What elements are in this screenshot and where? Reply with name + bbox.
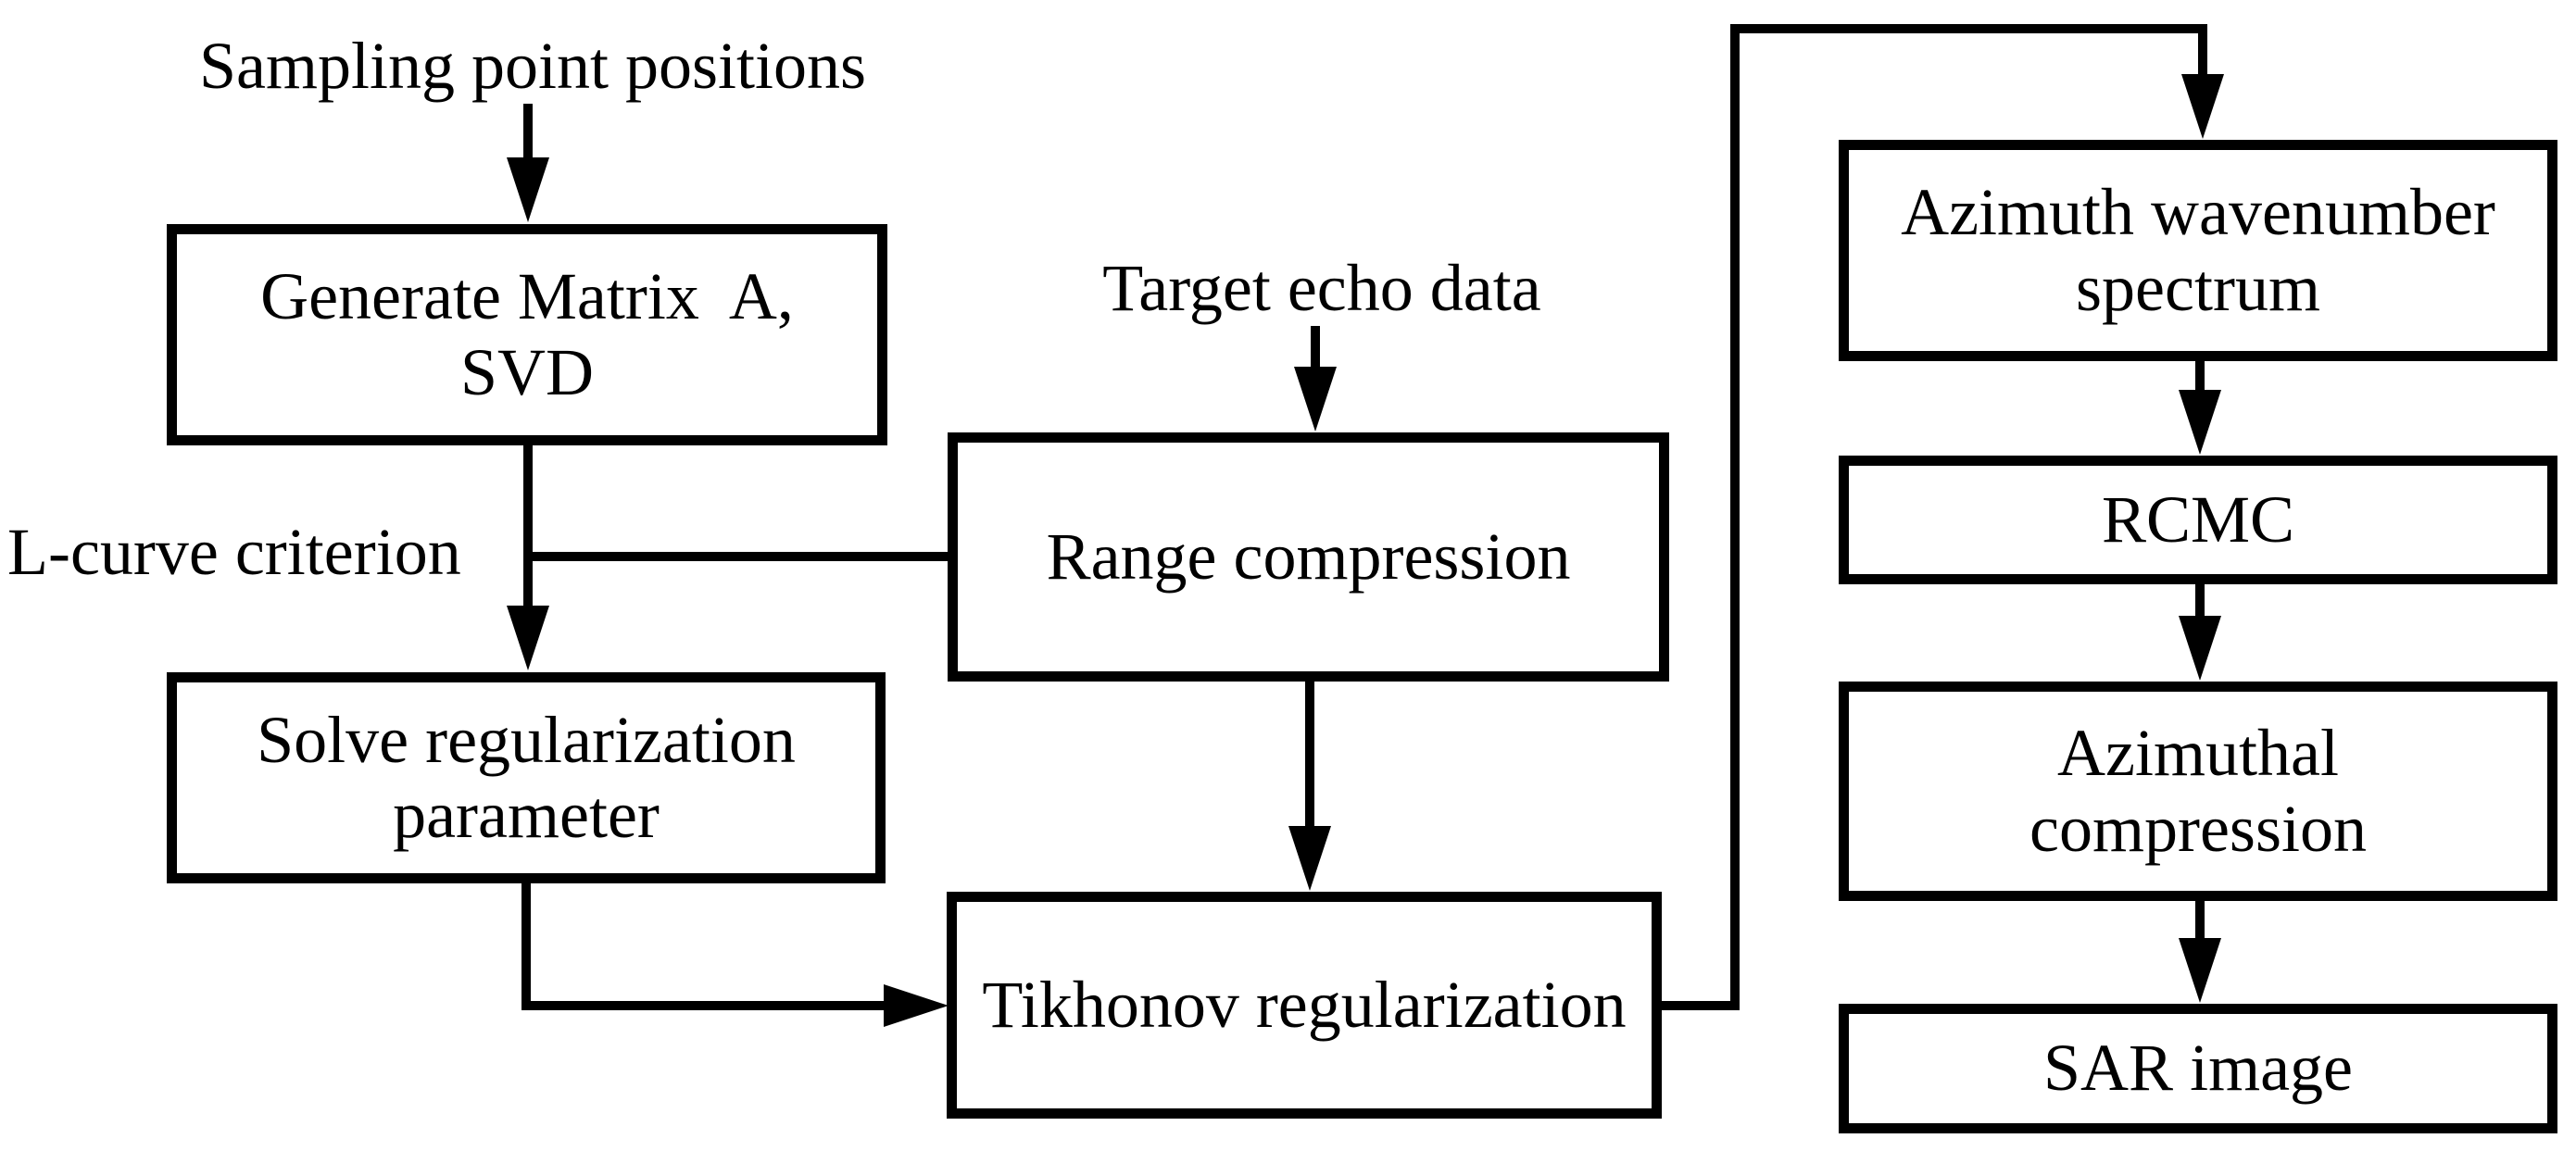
label-target-echo-data: Target echo data [1102, 251, 1541, 326]
arrow-solve-to-tikhonov [521, 882, 949, 1027]
label-l-curve-criterion: L-curve criterion [7, 515, 461, 590]
node-solve-regularization-parameter: Solve regularization parameter [167, 672, 886, 883]
arrow-azcomp-to-sar [2179, 900, 2221, 1003]
node-azimuthal-compression: Azimuthal compression [1839, 682, 2557, 901]
arrow-target-to-range [1294, 326, 1337, 432]
node-tikhonov-regularization: Tikhonov regularization [947, 892, 1662, 1119]
arrow-generate-to-solve [507, 444, 549, 670]
node-generate-matrix-svd: Generate Matrix A, SVD [167, 224, 887, 445]
arrow-tikhonov-to-azimuth [1660, 24, 2224, 1010]
arrow-rcmc-to-azcomp [2179, 583, 2221, 681]
arrow-sampling-to-generate [507, 104, 549, 222]
node-azimuth-wavenumber-spectrum: Azimuth wavenumber spectrum [1839, 140, 2557, 361]
node-range-compression: Range compression [948, 432, 1669, 682]
node-sar-image: SAR image [1839, 1004, 2557, 1133]
arrow-range-to-tikhonov [1288, 681, 1331, 891]
label-sampling-point-positions: Sampling point positions [198, 29, 867, 104]
node-rcmc: RCMC [1839, 456, 2557, 584]
arrow-azimuth-to-rcmc [2179, 360, 2221, 455]
